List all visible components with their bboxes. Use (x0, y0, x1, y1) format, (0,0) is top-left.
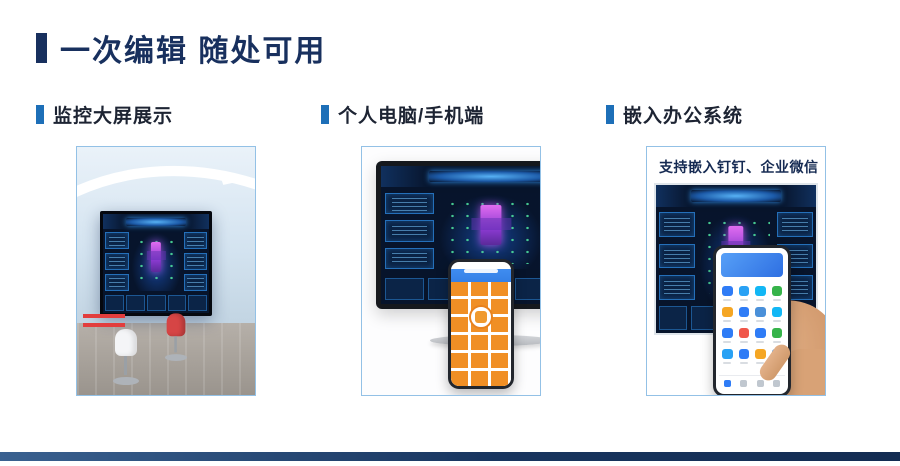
ceiling-swoosh-decoration (77, 165, 255, 197)
dashboard-right-column (183, 232, 208, 291)
dashboard-panel (659, 243, 695, 269)
app-icon (738, 328, 749, 343)
wall-mounted-screen (100, 211, 213, 316)
section-pc-mobile: 个人电脑/手机端 (321, 102, 581, 412)
app-icon (722, 349, 733, 364)
red-bench-decoration (83, 314, 125, 319)
red-chair (163, 313, 189, 362)
nav-work-icon (756, 380, 764, 387)
dashboard-footer-cell (146, 294, 166, 311)
nav-message-icon (740, 380, 748, 387)
dashboard-title-glow (429, 170, 540, 183)
nav-profile-icon (773, 380, 781, 387)
section-accent-bar-icon (36, 104, 44, 124)
dashboard-panel (385, 193, 434, 215)
dashboard-panel (385, 247, 434, 269)
app-icon (755, 286, 766, 301)
dashboard-header (103, 214, 210, 230)
dashboard-panel (659, 275, 695, 300)
dashboard-panel (105, 274, 129, 291)
dashboard-header (381, 166, 540, 187)
dashboard-center-highlight (146, 241, 167, 272)
dashboard-screen (381, 166, 540, 304)
feature-columns: 监控大屏展示 (36, 102, 866, 412)
phone-app-logo-icon (469, 304, 493, 329)
dashboard-map-area (130, 232, 182, 291)
dashboard-footer-cell (167, 294, 187, 311)
phone-screen (451, 262, 511, 386)
monitor-dashboard-slot (381, 166, 540, 304)
section-header: 嵌入办公系统 (606, 102, 866, 127)
dashboard-footer-cell (385, 277, 425, 300)
section-accent-bar-icon (321, 104, 329, 124)
pc-mobile-photo (361, 146, 541, 396)
monitor-screen (376, 161, 540, 309)
screen-wall-photo (76, 146, 256, 396)
dashboard-map-area (438, 193, 540, 269)
white-chair (111, 329, 141, 387)
section-accent-bar-icon (606, 104, 614, 124)
app-icon (722, 286, 733, 301)
dashboard-center-highlight (470, 205, 512, 245)
app-icon (738, 286, 749, 301)
section-label: 个人电脑/手机端 (338, 105, 485, 127)
app-icon (738, 307, 749, 322)
office-embed-photo: 支持嵌入钉钉、企业微信 (646, 146, 826, 396)
dashboard-left-column (385, 193, 434, 269)
dashboard-footer-cell (514, 277, 540, 300)
phone-bottom-nav (719, 375, 785, 391)
office-phone (713, 245, 791, 395)
app-icon (722, 307, 733, 322)
dashboard-left-column (659, 211, 695, 300)
dashboard-header (656, 185, 816, 208)
section-header: 监控大屏展示 (36, 102, 296, 127)
dashboard-panel (183, 253, 208, 270)
dashboard-footer-cell (659, 306, 688, 330)
title-accent-bar-icon (36, 33, 47, 63)
office-note: 支持嵌入钉钉、企业微信 (659, 159, 819, 175)
dashboard-panel (659, 211, 695, 237)
app-icon (755, 307, 766, 322)
nav-home-icon (723, 380, 731, 387)
section-header: 个人电脑/手机端 (321, 102, 581, 127)
dashboard-title-glow (126, 217, 186, 226)
dashboard-footer-row (103, 294, 209, 313)
dashboard-panel (183, 274, 208, 291)
page-title: 一次编辑 随处可用 (60, 35, 327, 68)
wall-dashboard-slot (103, 214, 210, 313)
app-icon (755, 349, 766, 364)
dashboard-footer-cell (188, 294, 208, 311)
dashboard-body (103, 229, 209, 294)
app-icon (771, 328, 782, 343)
dashboard-panel (777, 211, 813, 237)
dashboard-panel (385, 220, 434, 242)
footer-bar (0, 452, 900, 461)
dashboard-screen (103, 214, 210, 313)
app-icon (771, 307, 782, 322)
app-icon (771, 286, 782, 301)
dashboard-footer-cell (126, 294, 145, 311)
workbench-banner (721, 253, 783, 277)
dashboard-footer-cell (105, 294, 124, 311)
section-label: 监控大屏展示 (53, 105, 174, 127)
dashboard-body (381, 187, 540, 276)
page-header: 一次编辑 随处可用 (36, 26, 326, 70)
section-screen-wall: 监控大屏展示 (36, 102, 296, 412)
desktop-monitor (376, 161, 540, 346)
mobile-phone (448, 259, 514, 389)
app-icon (722, 328, 733, 343)
phone-orange-tile-grid (451, 282, 511, 386)
dashboard-panel (105, 253, 129, 270)
app-icon (738, 349, 749, 364)
dashboard-panel (183, 232, 208, 249)
dashboard-left-column (105, 232, 129, 291)
app-icon (755, 328, 766, 343)
dashboard-title-glow (691, 189, 781, 203)
section-office-embed: 嵌入办公系统 支持嵌入钉钉、企业微信 (606, 102, 866, 412)
dashboard-panel (105, 232, 129, 249)
section-label: 嵌入办公系统 (623, 105, 744, 127)
